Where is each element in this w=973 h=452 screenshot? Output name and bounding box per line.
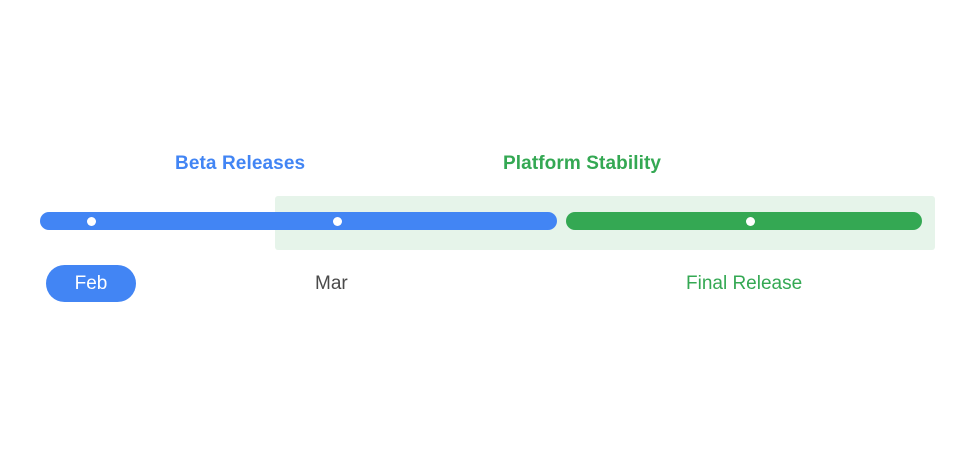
milestone-dot-icon-1 [87,217,96,226]
marker-label-final-release: Final Release [686,273,803,294]
phase-label-platform-stability: Platform Stability [503,153,662,174]
marker-pill-feb[interactable]: Feb [46,265,136,302]
marker-label-mar: Mar [315,273,348,294]
milestone-dot-icon-2 [333,217,342,226]
timeline-bar-beta-releases[interactable] [40,212,557,230]
timeline-bar-platform-stability[interactable] [566,212,922,230]
milestone-dot-icon-3 [746,217,755,226]
phase-label-beta-releases: Beta Releases [175,153,306,174]
